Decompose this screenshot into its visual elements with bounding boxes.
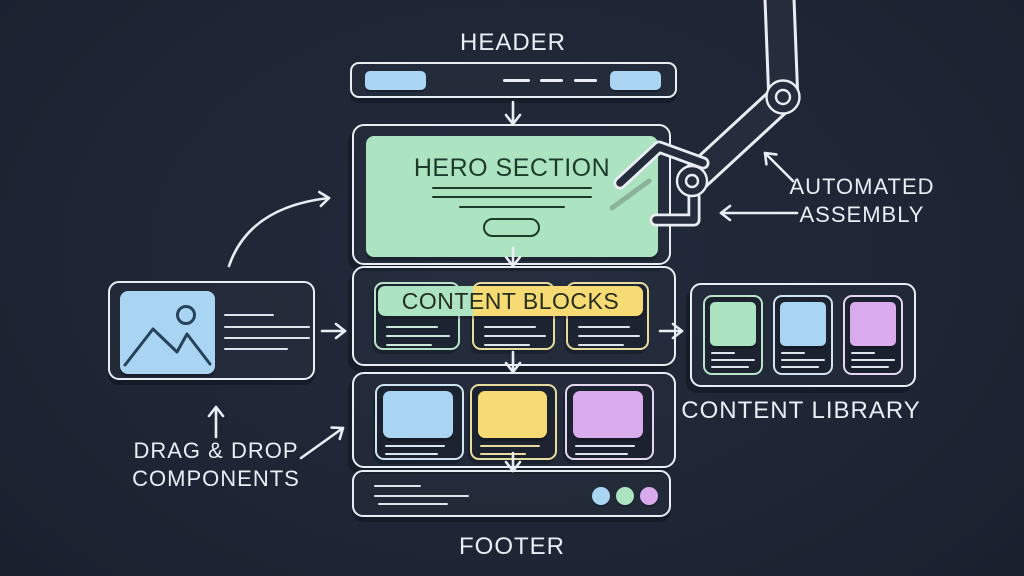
- hero-text-line: [459, 206, 565, 209]
- card-text-line: [224, 348, 288, 351]
- card-text-line: [224, 326, 310, 329]
- footer-dot-purple: [640, 487, 658, 505]
- drag-drop-label-line1: DRAG & DROP: [133, 438, 299, 463]
- component-card: [470, 384, 557, 460]
- hero-title: HERO SECTION: [413, 154, 611, 182]
- hero-section: HERO SECTION: [366, 136, 658, 257]
- card-text-line: [385, 445, 445, 448]
- library-card: [843, 295, 903, 375]
- card-text-line: [851, 352, 875, 354]
- content-library-frame: [690, 283, 916, 387]
- content-blocks-band: CONTENT BLOCKS: [378, 286, 643, 316]
- arrow-label-to-page: [299, 426, 345, 460]
- card-text-line: [386, 335, 450, 338]
- mountain-sun-glyph: [123, 305, 212, 367]
- hero-button: [483, 218, 540, 237]
- hero-text-line: [432, 187, 592, 190]
- footer-bar: [352, 470, 671, 517]
- header-cta-pill: [610, 71, 661, 90]
- card-text-line: [578, 344, 624, 347]
- card-text-line: [484, 335, 546, 338]
- image-placeholder-icon: [120, 291, 215, 374]
- content-library-label: CONTENT LIBRARY: [681, 397, 921, 424]
- band-yellow-segment: [473, 286, 643, 316]
- content-blocks-label: CONTENT BLOCKS: [401, 288, 620, 314]
- card-text-line: [386, 326, 438, 329]
- footer-label: FOOTER: [459, 533, 565, 560]
- footer-text-line: [378, 503, 448, 506]
- footer-dot-blue: [592, 487, 610, 505]
- card-text-line: [484, 326, 536, 329]
- automated-assembly-label-line1: AUTOMATED: [789, 174, 935, 199]
- drag-drop-label-line2: COMPONENTS: [132, 466, 300, 491]
- card-text-line: [385, 453, 438, 456]
- library-block-green: [710, 302, 756, 346]
- header-label: HEADER: [459, 29, 567, 56]
- card-text-line: [781, 352, 805, 354]
- curved-arrow-dragdrop-to-page: [227, 190, 331, 268]
- band-green-segment: [378, 286, 473, 316]
- card-text-line: [484, 344, 530, 347]
- component-card: [375, 384, 464, 460]
- card-text-line: [575, 453, 628, 456]
- library-card: [773, 295, 833, 375]
- card-text-line: [224, 337, 310, 340]
- component-block-yellow: [478, 391, 547, 438]
- card-text-line: [480, 445, 540, 448]
- card-text-line: [781, 366, 819, 368]
- card-text-line: [480, 453, 526, 456]
- card-text-line: [851, 359, 895, 361]
- card-text-line: [781, 359, 825, 361]
- hero-text-line: [432, 196, 592, 199]
- footer-text-line: [374, 485, 421, 488]
- card-text-line: [578, 326, 630, 329]
- header-nav-dash: [574, 79, 597, 82]
- drag-drop-card: [108, 281, 315, 380]
- footer-text-line: [374, 495, 469, 498]
- card-text-line: [224, 314, 274, 317]
- library-block-purple: [850, 302, 896, 346]
- header-bar: [350, 62, 677, 98]
- component-block-blue: [383, 391, 453, 438]
- card-text-line: [851, 366, 889, 368]
- card-text-line: [578, 335, 640, 338]
- header-nav-dash: [503, 79, 530, 82]
- component-card: [565, 384, 654, 460]
- header-logo-pill: [365, 71, 426, 90]
- library-block-blue: [780, 302, 826, 346]
- card-text-line: [711, 366, 749, 368]
- card-text-line: [711, 359, 755, 361]
- card-text-line: [575, 445, 635, 448]
- header-nav-dash: [540, 79, 563, 82]
- card-text-line: [386, 344, 432, 347]
- automated-assembly-label-line2: ASSEMBLY: [799, 202, 925, 227]
- component-block-purple: [573, 391, 643, 438]
- footer-dot-green: [616, 487, 634, 505]
- card-text-line: [711, 352, 735, 354]
- library-card: [703, 295, 763, 375]
